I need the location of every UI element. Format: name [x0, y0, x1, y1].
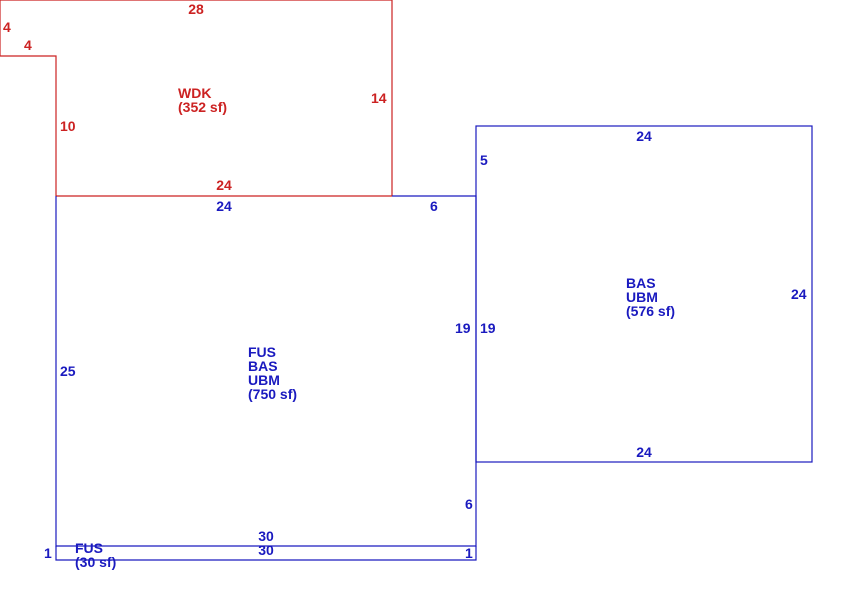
dim-wdk-left-upper: 4 — [3, 19, 11, 35]
dim-wdk-top: 28 — [188, 1, 204, 17]
dim-strip-right: 1 — [465, 545, 473, 561]
dim-main-right-low: 6 — [465, 496, 473, 512]
dim-strip-left: 1 — [44, 545, 52, 561]
dim-strip-top: 30 — [258, 542, 274, 558]
east-code-ubm: UBM — [626, 289, 658, 305]
dim-east-left-mid: 19 — [480, 320, 496, 336]
dim-main-right-mid: 19 — [455, 320, 471, 336]
wdk-area-label: (352 sf) — [178, 99, 227, 115]
strip-code-label: FUS — [75, 540, 103, 556]
main-code-bas: BAS — [248, 358, 278, 374]
east-area-label: (576 sf) — [626, 303, 675, 319]
main-code-ubm: UBM — [248, 372, 280, 388]
dim-main-left: 25 — [60, 363, 76, 379]
dim-east-left-top: 5 — [480, 152, 488, 168]
main-code-fus: FUS — [248, 344, 276, 360]
east-code-bas: BAS — [626, 275, 656, 291]
wdk-code-label: WDK — [178, 85, 211, 101]
dim-main-bottom: 30 — [258, 528, 274, 544]
dim-east-bottom: 24 — [636, 444, 652, 460]
dim-main-top: 24 — [216, 198, 232, 214]
dim-wdk-bottom: 24 — [216, 177, 232, 193]
dim-wdk-left-lower: 10 — [60, 118, 76, 134]
dim-wdk-step: 4 — [24, 37, 32, 53]
east-area-outline — [475, 125, 813, 463]
wdk-outline — [0, 0, 393, 196]
dim-east-right: 24 — [791, 286, 807, 302]
strip-area-outline — [55, 546, 477, 561]
strip-area-label: (30 sf) — [75, 554, 116, 570]
dim-wdk-right: 14 — [371, 90, 387, 106]
main-area-label: (750 sf) — [248, 386, 297, 402]
dim-east-top: 24 — [636, 128, 652, 144]
dim-main-top-right: 6 — [430, 198, 438, 214]
